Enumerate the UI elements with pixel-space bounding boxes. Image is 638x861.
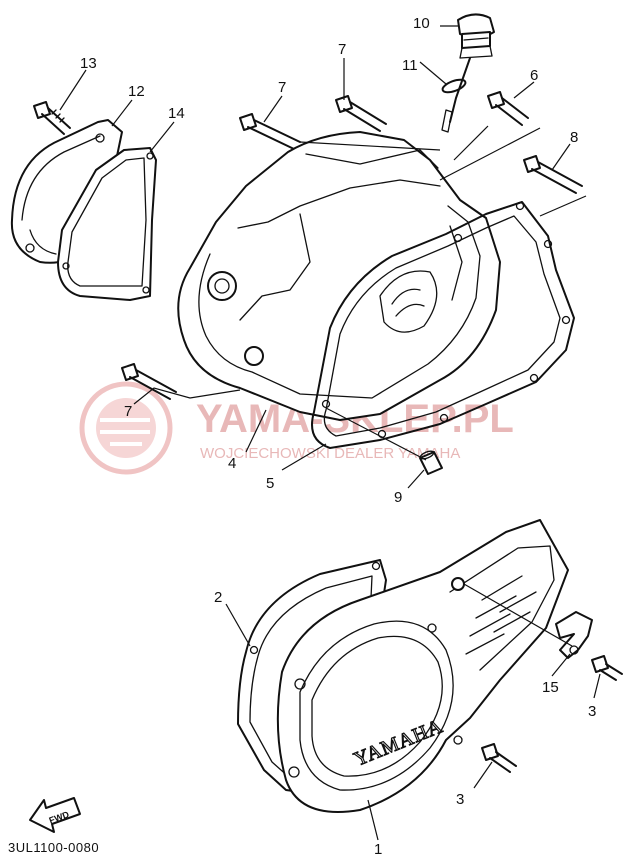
- callout-2: 2: [214, 589, 222, 606]
- callout-12: 12: [128, 83, 145, 100]
- clamp-15: [555, 611, 593, 659]
- dowel-pin-9: [419, 450, 443, 475]
- bolt-3-right: [591, 655, 623, 681]
- part-code: 3UL1100-0080: [8, 840, 99, 855]
- bolt-6: [487, 91, 529, 126]
- bolt-8: [523, 155, 583, 194]
- callout-numbers: 13 12 14 7 7 10 11 6 8 7 4 5 9 2 15 3 3 …: [80, 15, 596, 858]
- crankcase-cover-1: YAMAHA: [276, 519, 569, 813]
- crankcase-cover-4: [177, 131, 501, 421]
- bolt-7-bottom: [121, 363, 177, 400]
- bolt-13: [33, 101, 71, 135]
- callout-11: 11: [402, 57, 418, 74]
- callout-10: 10: [413, 15, 430, 32]
- callout-14: 14: [168, 105, 185, 122]
- watermark-sub: WOJCIECHOWSKI DEALER YAMAHA: [200, 445, 460, 462]
- leader-lines: [59, 25, 601, 841]
- callout-3-bottom: 3: [456, 791, 464, 808]
- callout-13: 13: [80, 55, 97, 72]
- callout-9: 9: [394, 489, 402, 506]
- bolt-7-left: [239, 113, 301, 150]
- callout-7-top: 7: [338, 41, 346, 58]
- bolt-3-bottom: [481, 743, 517, 773]
- callout-5: 5: [266, 475, 274, 492]
- callout-3-right: 3: [588, 703, 596, 720]
- callout-4: 4: [228, 455, 236, 472]
- o-ring-11: [441, 78, 467, 133]
- fwd-arrow: FWD: [29, 797, 81, 833]
- callout-7-left: 7: [278, 79, 286, 96]
- oil-cap-10: [449, 13, 495, 123]
- callout-6: 6: [530, 67, 538, 84]
- watermark: YAMA-SKLEP.PL WOJCIECHOWSKI DEALER YAMAH…: [79, 381, 514, 475]
- callout-8: 8: [570, 129, 578, 146]
- bolt-7-top: [335, 95, 387, 132]
- callout-1: 1: [374, 841, 382, 858]
- callout-15: 15: [542, 679, 559, 696]
- callout-7-bottom: 7: [124, 403, 132, 420]
